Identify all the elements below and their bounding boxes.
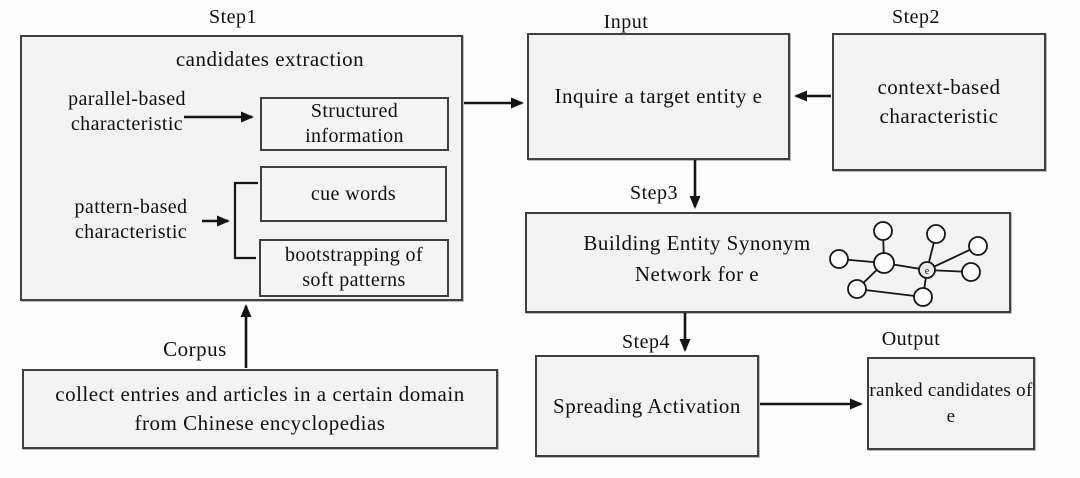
step2-label: Step2 [891,6,941,28]
cue-words-box: cue words [260,166,447,222]
output-text: ranked candidates of e [869,379,1033,427]
step2-box: context-based characteristic [832,33,1046,171]
corpus-box: collect entries and articles in a certai… [22,369,498,449]
step4-box: Spreading Activation [535,355,759,457]
step3-box: Building Entity Synonym Network for e [525,212,1011,313]
structured-information-box: Structured information [260,97,449,151]
step4-label: Step4 [621,331,671,353]
corpus-text: collect entries and articles in a certai… [55,382,465,435]
step4-text: Spreading Activation [553,393,741,418]
candidates-extraction-title: candidates extraction [175,47,365,71]
step1-box: candidates extraction parallel-based cha… [20,35,463,301]
output-label: Output [881,328,941,350]
input-text: Inquire a target entity e [554,84,763,108]
input-label: Input [603,11,649,33]
cue-words-text: cue words [310,182,397,205]
step2-text: context-based characteristic [877,75,1001,128]
step3-text: Building Entity Synonym Network for e [583,231,811,286]
pattern-based-characteristic-label: pattern-based characteristic [74,196,188,243]
corpus-label: Corpus [163,337,227,361]
input-box: Inquire a target entity e [527,33,790,160]
step1-label: Step1 [208,6,258,28]
structured-information-text: Structured information [305,100,404,147]
bootstrapping-soft-patterns-box: bootstrapping of soft patterns [259,239,449,297]
step3-label: Step3 [629,182,679,204]
bootstrapping-soft-patterns-text: bootstrapping of soft patterns [284,244,424,291]
parallel-based-characteristic-label: parallel-based characteristic [68,88,186,135]
output-box: ranked candidates of e [867,357,1035,450]
